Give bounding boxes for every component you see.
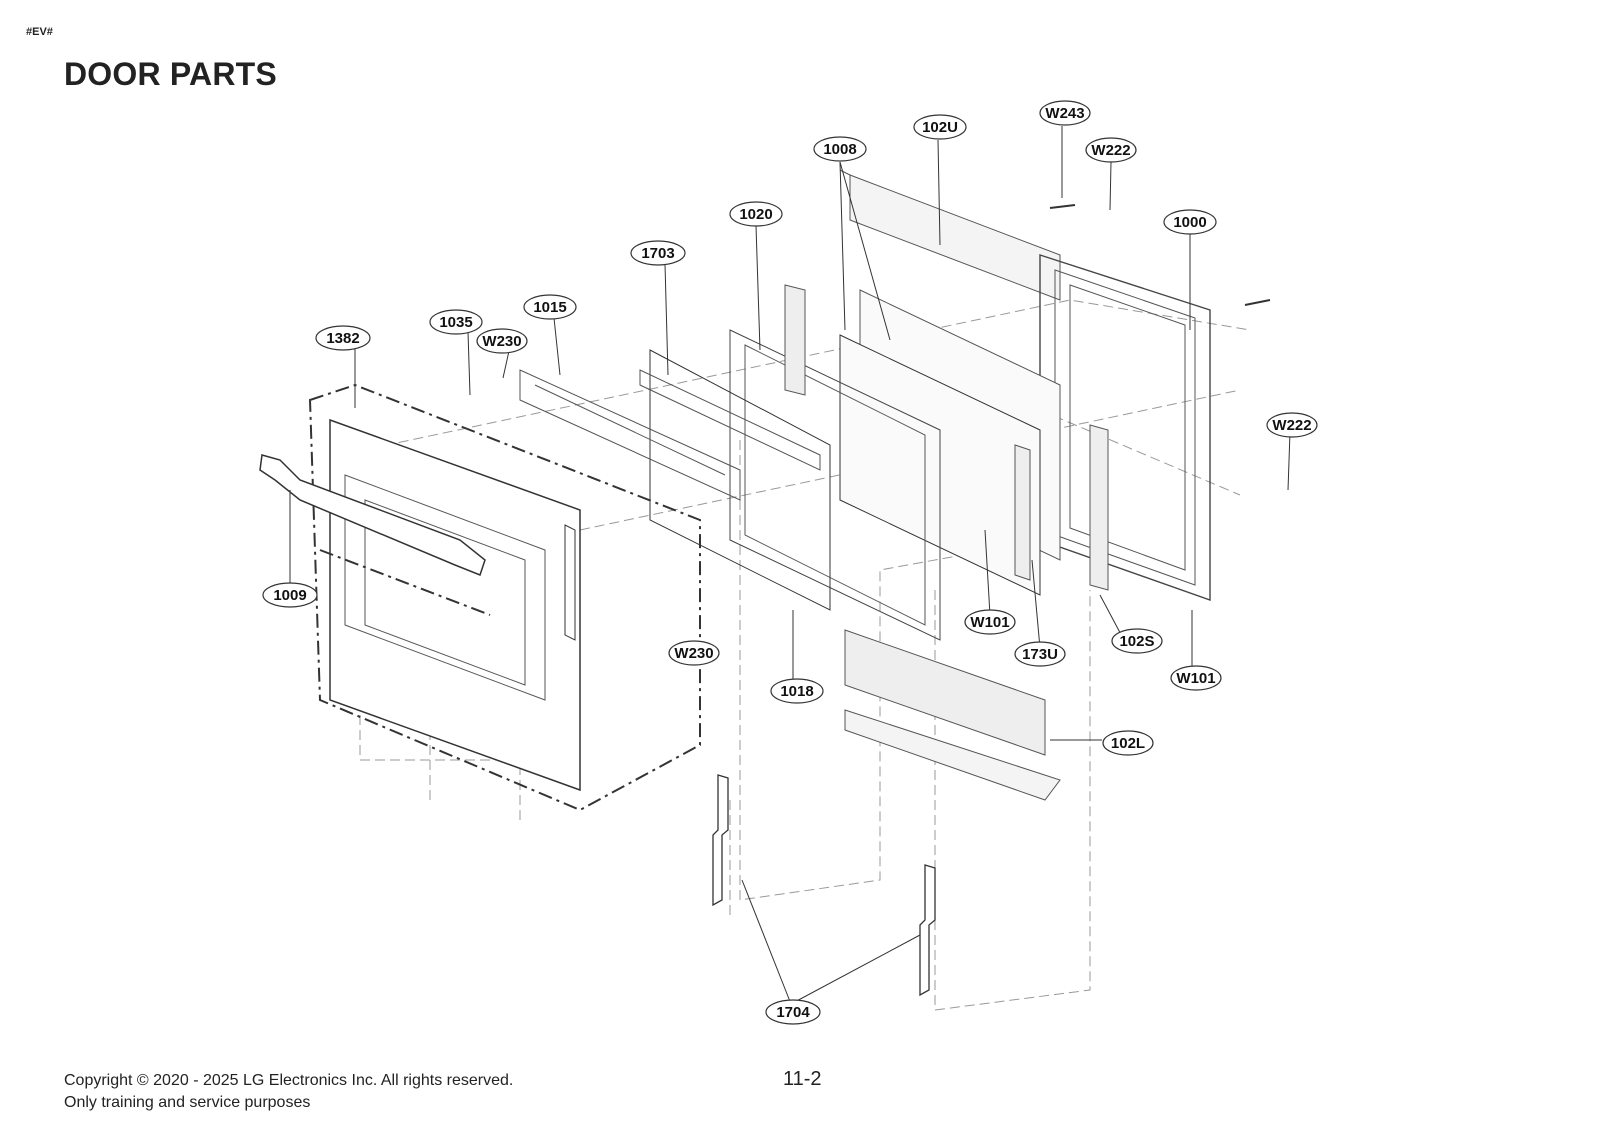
callout-1008: 1008 [813, 136, 867, 162]
callout-w243: W243 [1039, 100, 1091, 126]
callout-w222-right: W222 [1266, 412, 1318, 438]
callout-173u: 173U [1014, 641, 1066, 667]
callout-label: 1000 [1173, 214, 1206, 231]
callout-label: 102U [922, 119, 958, 136]
callout-label: 1703 [641, 245, 674, 262]
callout-label: 102S [1119, 633, 1154, 650]
callout-w101-right: W101 [1170, 665, 1222, 691]
callout-1018: 1018 [770, 678, 824, 704]
callout-w230-bottom: W230 [668, 640, 720, 666]
copyright-notice: Copyright © 2020 - 2025 LG Electronics I… [64, 1072, 514, 1089]
callout-1382: 1382 [315, 325, 371, 351]
callout-1704: 1704 [765, 999, 821, 1025]
callout-1015: 1015 [523, 294, 577, 320]
callout-w230-top: W230 [476, 328, 528, 354]
callout-102l: 102L [1102, 730, 1154, 756]
callout-w222-top: W222 [1085, 137, 1137, 163]
callout-1000: 1000 [1163, 209, 1217, 235]
callout-label: 1382 [326, 330, 359, 347]
callout-label: W101 [970, 614, 1009, 631]
document-code-tag: #EV# [26, 26, 53, 38]
callout-label: W230 [674, 645, 713, 662]
callout-label: 1020 [739, 206, 772, 223]
callout-label: 102L [1111, 735, 1145, 752]
callout-label: 1018 [780, 683, 813, 700]
callout-label: 1009 [273, 587, 306, 604]
callout-label: W230 [482, 333, 521, 350]
callout-label: W222 [1272, 417, 1311, 434]
callout-102u: 102U [913, 114, 967, 140]
callout-label: W243 [1045, 105, 1084, 122]
callout-1703: 1703 [630, 240, 686, 266]
page-number: 11-2 [783, 1068, 822, 1090]
callout-label: 173U [1022, 646, 1058, 663]
callout-label: 1035 [439, 314, 472, 331]
callout-102s: 102S [1111, 628, 1163, 654]
callout-label: 1015 [533, 299, 566, 316]
callout-1035: 1035 [429, 309, 483, 335]
callout-label: 1704 [776, 1004, 810, 1021]
callout-w101-center: W101 [964, 609, 1016, 635]
callout-label: 1008 [823, 141, 856, 158]
callout-label: W222 [1091, 142, 1130, 159]
callout-label: W101 [1176, 670, 1215, 687]
page-title: DOOR PARTS [64, 56, 277, 92]
service-note: Only training and service purposes [64, 1094, 311, 1111]
callout-1009: 1009 [262, 582, 318, 608]
callout-1020: 1020 [729, 201, 783, 227]
